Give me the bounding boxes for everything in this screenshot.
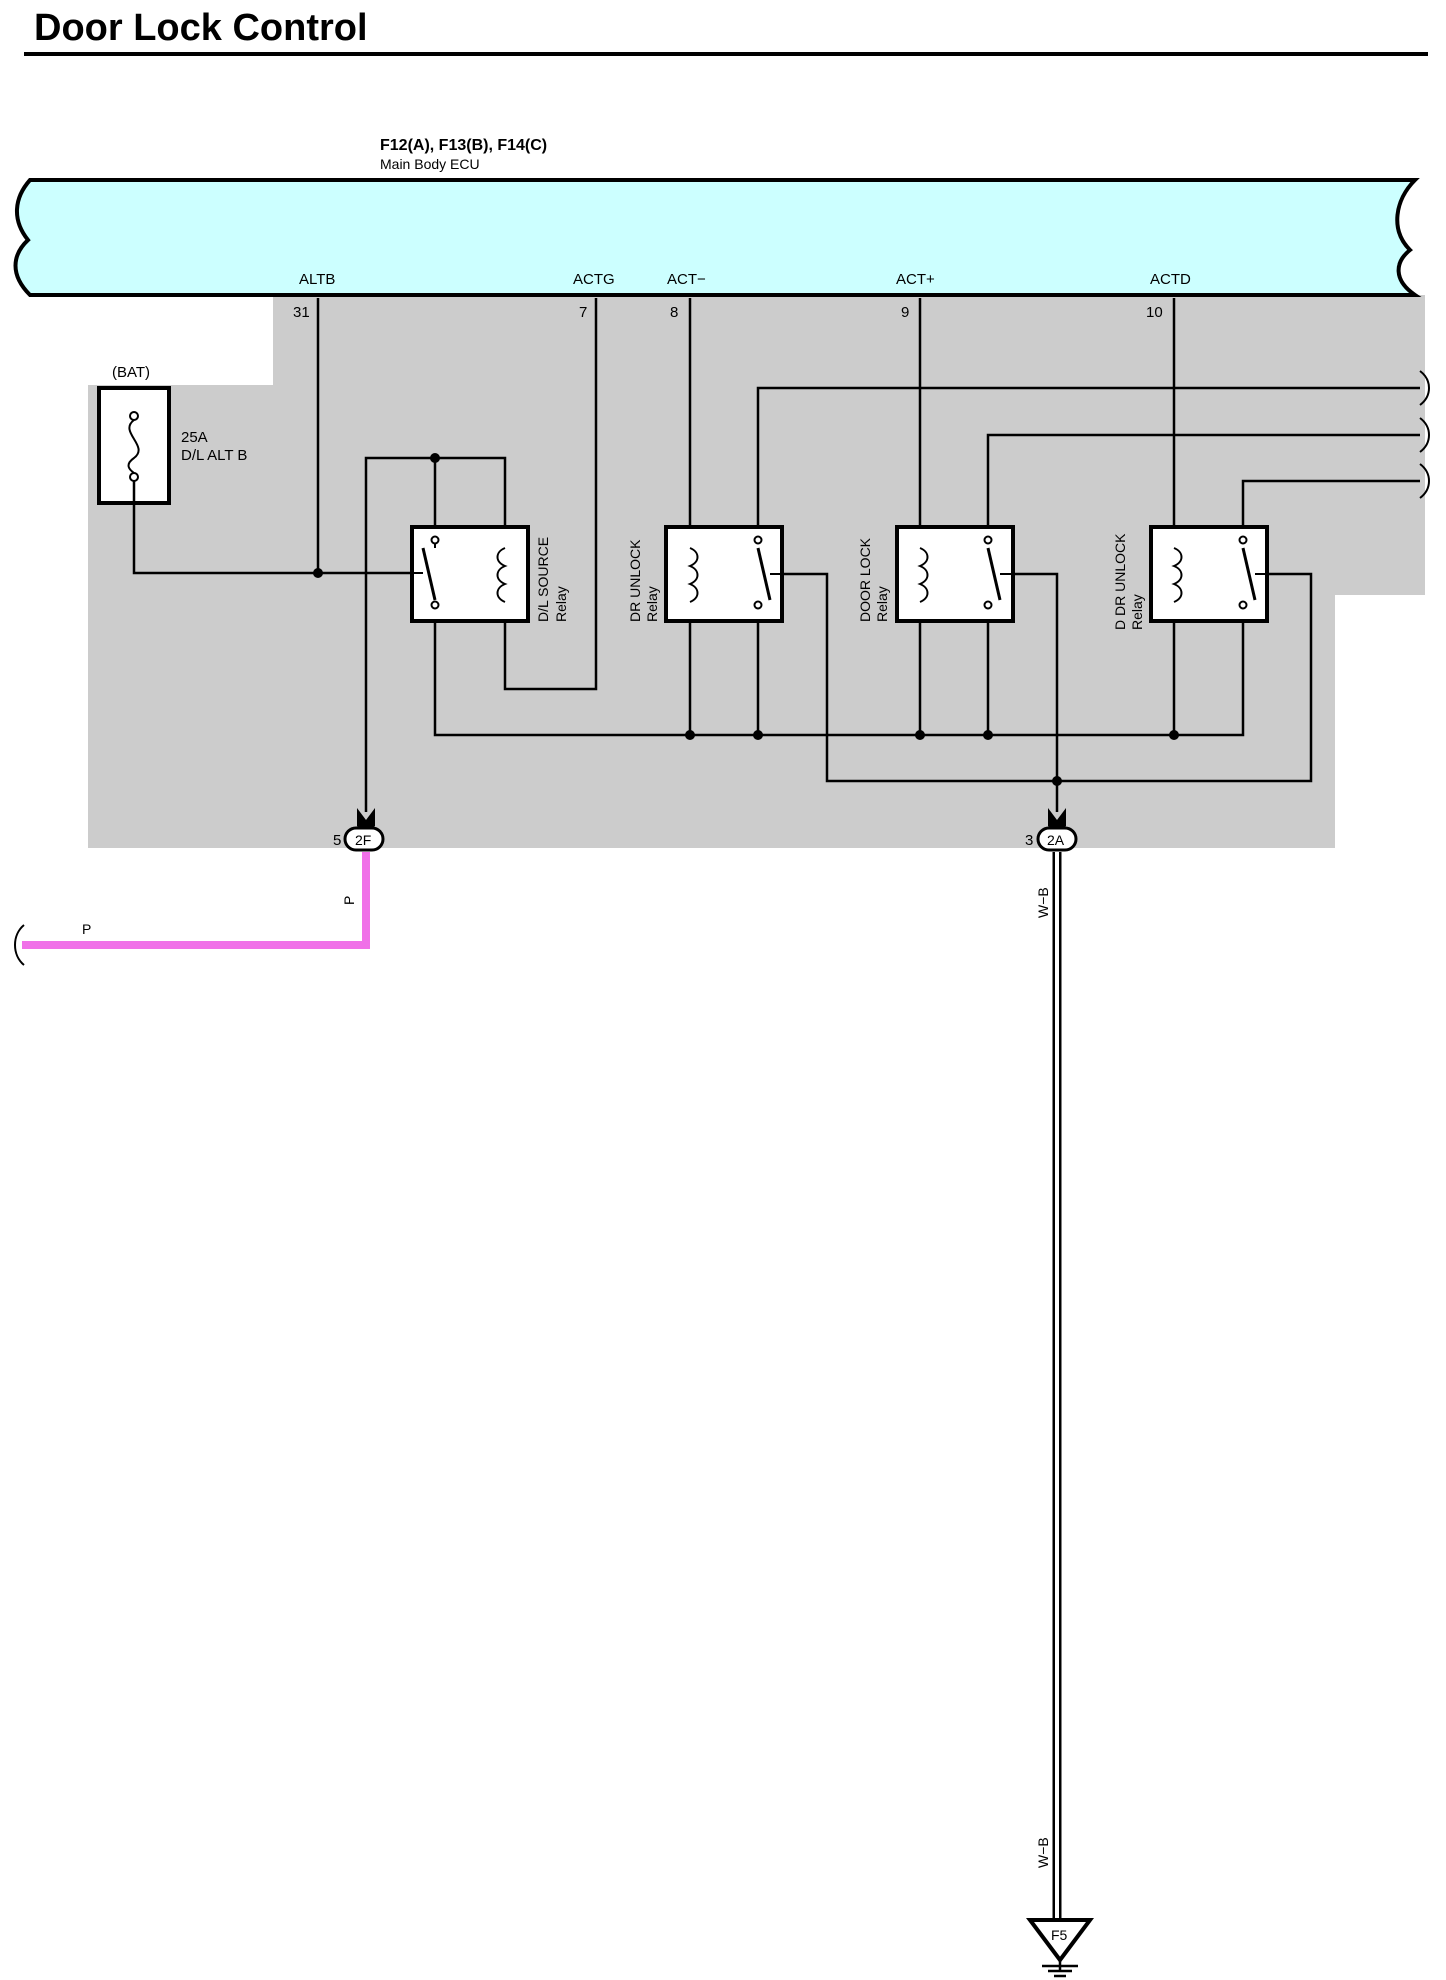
terminal-name-actd: ACTD — [1150, 271, 1191, 288]
terminal-pin-actg: 7 — [579, 304, 587, 321]
terminal-pin-act-minus: 8 — [670, 304, 678, 321]
relay-door-lock — [895, 525, 1015, 623]
relay-label-d-dr-unlock-1: D DR UNLOCK — [1112, 533, 1128, 630]
relay-label-d-dr-unlock-2: Relay — [1129, 594, 1145, 630]
main-body-ecu — [13, 178, 1422, 297]
relay-dr-unlock — [664, 525, 784, 623]
terminal-name-act-minus: ACT− — [667, 271, 706, 288]
pink-wire-code-vertical: P — [341, 896, 357, 905]
relay-dl-source — [410, 525, 530, 623]
relay-label-dr-unlock-2: Relay — [644, 586, 660, 622]
title-underline — [24, 52, 1428, 56]
fuse-name: D/L ALT B — [181, 447, 247, 464]
fuse-source-label: (BAT) — [112, 364, 150, 381]
terminal-pin-actd: 10 — [1146, 304, 1163, 321]
ecu-connector-ids: F12(A), F13(B), F14(C) — [380, 137, 547, 154]
relay-label-dr-unlock-1: DR UNLOCK — [627, 539, 643, 622]
pink-wire-break — [14, 924, 25, 966]
ground-wire-code-bottom: W−B — [1035, 1837, 1051, 1868]
terminal-name-act-plus: ACT+ — [896, 271, 935, 288]
relay-label-dl-source-1: D/L SOURCE — [535, 537, 551, 622]
fuse-rating: 25A — [181, 429, 208, 446]
junction-dots — [313, 453, 1179, 786]
ground-id: F5 — [1051, 1927, 1068, 1943]
terminal-pin-act-plus: 9 — [901, 304, 909, 321]
ground-symbol — [1026, 1918, 1094, 1978]
terminal-pin-altb: 31 — [293, 304, 310, 321]
page-title: Door Lock Control — [34, 7, 368, 49]
terminal-name-actg: ACTG — [573, 271, 615, 288]
relay-label-dl-source-2: Relay — [553, 586, 569, 622]
connector-2a-pin: 3 — [1025, 832, 1033, 849]
connector-2f-pin: 5 — [333, 832, 341, 849]
pink-wire-code-horizontal: P — [82, 921, 91, 937]
relay-label-door-lock-1: DOOR LOCK — [857, 537, 873, 622]
ground-wire-code-top: W−B — [1035, 887, 1051, 918]
pink-wire — [22, 852, 370, 949]
connector-2a-id: 2A — [1047, 832, 1065, 848]
connector-2f-id: 2F — [355, 832, 371, 848]
connector-2f — [343, 808, 385, 852]
relay-d-dr-unlock — [1149, 525, 1269, 623]
fuse-symbol — [97, 386, 171, 505]
relay-label-door-lock-2: Relay — [874, 586, 890, 622]
connector-2a — [1036, 808, 1078, 852]
ecu-name: Main Body ECU — [380, 156, 480, 172]
circuit-wires — [132, 298, 1430, 812]
terminal-name-altb: ALTB — [299, 271, 335, 288]
